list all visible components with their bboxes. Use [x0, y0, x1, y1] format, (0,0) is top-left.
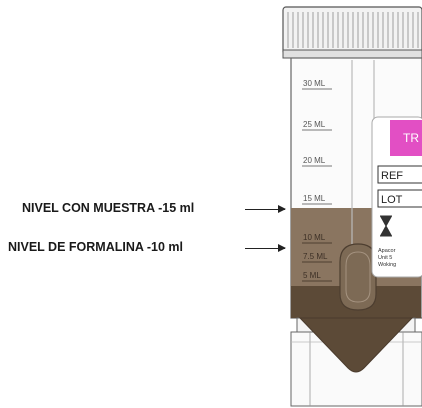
hourglass-icon: [380, 215, 392, 237]
conical-tip: [298, 317, 414, 373]
lot-text: LOT: [381, 194, 403, 206]
graduation-label: 10 ML: [303, 233, 326, 242]
graduation-label: 20 ML: [303, 156, 326, 165]
ref-text: REF: [381, 170, 403, 182]
graduation-label: 5 ML: [303, 271, 321, 280]
formalin-level-label: NIVEL DE FORMALINA -10 ml: [8, 240, 184, 254]
graduation-scale: 30 ML 25 ML 20 ML 15 ML 10 ML 7.5 ML 5 ML: [302, 79, 332, 282]
graduation-label: 25 ML: [303, 120, 326, 129]
sample-level-label: NIVEL CON MUESTRA -15 ml: [22, 201, 195, 215]
sample-level-arrow: [245, 205, 286, 213]
cap-ridges: [287, 12, 419, 48]
graduation-label: 7.5 ML: [303, 252, 328, 261]
fine-print-line-3: Woking: [378, 262, 396, 268]
formalin-level-arrow: [245, 244, 286, 252]
tube-bottom: [290, 317, 422, 407]
graduation-label: 15 ML: [303, 194, 326, 203]
graduation-label: 30 ML: [303, 79, 326, 88]
tube-cap: [282, 6, 422, 59]
fine-print-line-2: Unit 5: [378, 255, 392, 261]
brand-band: [390, 120, 422, 156]
fine-print-line-1: Apacor: [378, 248, 396, 254]
brand-text: TR: [403, 131, 419, 145]
filter-capsule: [339, 243, 377, 311]
tube-label: TR REF LOT Apacor Unit 5 Woking: [371, 116, 422, 278]
